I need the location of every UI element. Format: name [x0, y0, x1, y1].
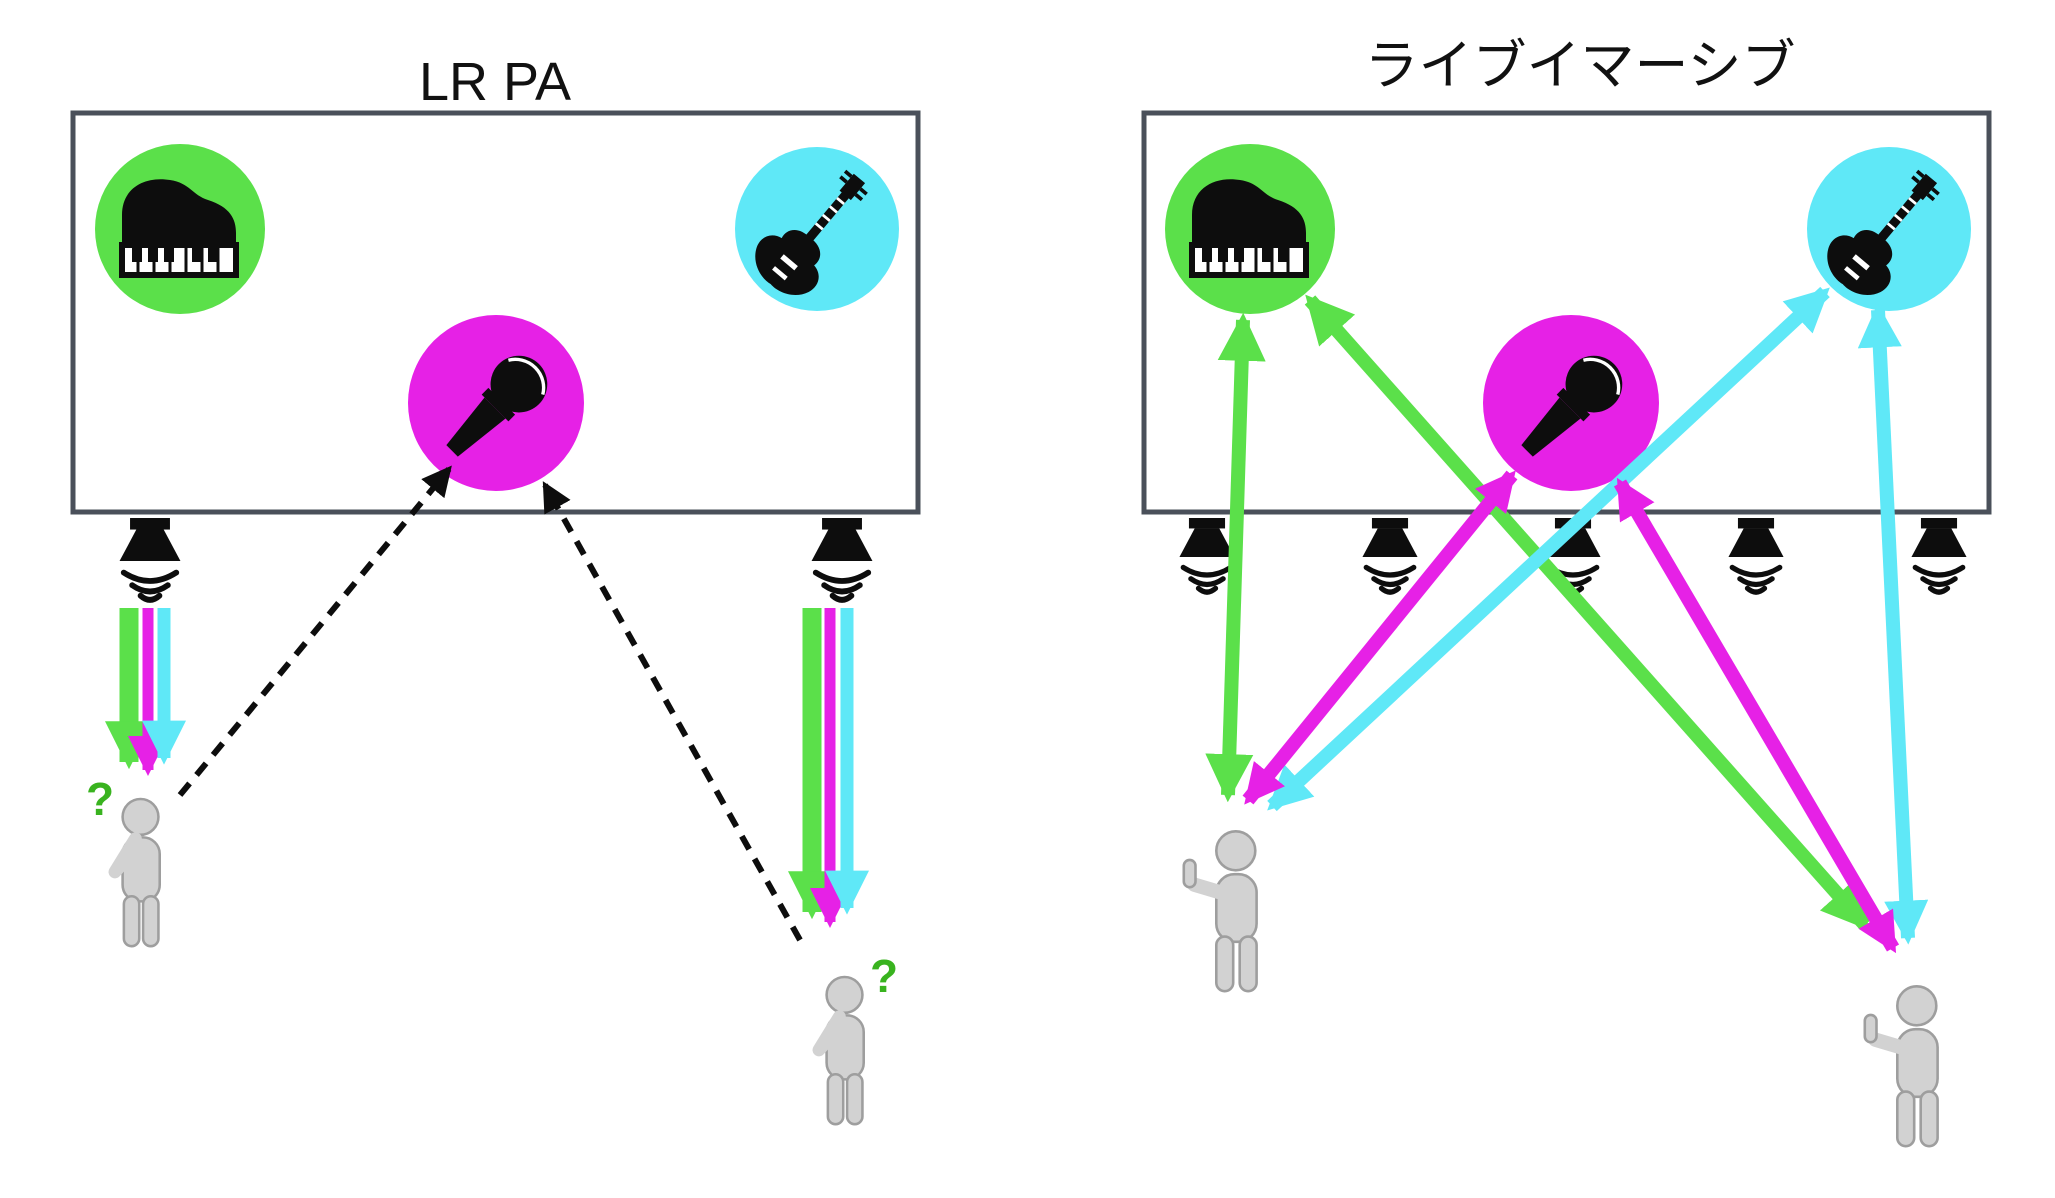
- speaker-output-bundle-right: [788, 608, 869, 928]
- panel-title-left: LR PA: [419, 52, 571, 112]
- speaker-icon: [1728, 518, 1783, 592]
- speaker-output-bundle-left: [105, 608, 186, 776]
- speaker-icon: [120, 518, 181, 600]
- panel-lr-pa: LR PA ? ?: [70, 52, 921, 1124]
- question-mark-2: ?: [870, 950, 898, 1002]
- listener-happy-2: [1865, 986, 1938, 1146]
- question-mark-1: ?: [86, 773, 114, 825]
- listener-confused-1: [115, 799, 160, 946]
- panel-title-right: ライブイマーシブ: [1365, 36, 1796, 96]
- speaker-icon: [1911, 518, 1966, 592]
- piano-to-listener1-arrow: [1205, 312, 1266, 803]
- panel-live-immersive: ライブイマーシブ: [1141, 36, 1992, 1146]
- speaker-icon: [812, 518, 873, 600]
- speaker-icon: [1362, 518, 1417, 592]
- mic-to-listener2-arrow: [1613, 477, 1900, 954]
- listener-confused-2: [819, 977, 864, 1124]
- mic-to-listener1-arrow: [1242, 470, 1518, 805]
- immersive-arrows: [1205, 286, 1929, 954]
- speaker-icon: [1179, 518, 1234, 592]
- listener-happy-1: [1184, 831, 1257, 991]
- dashed-path-listener1-to-mic: [177, 465, 452, 797]
- dashed-path-listener2-to-mic: [542, 481, 803, 942]
